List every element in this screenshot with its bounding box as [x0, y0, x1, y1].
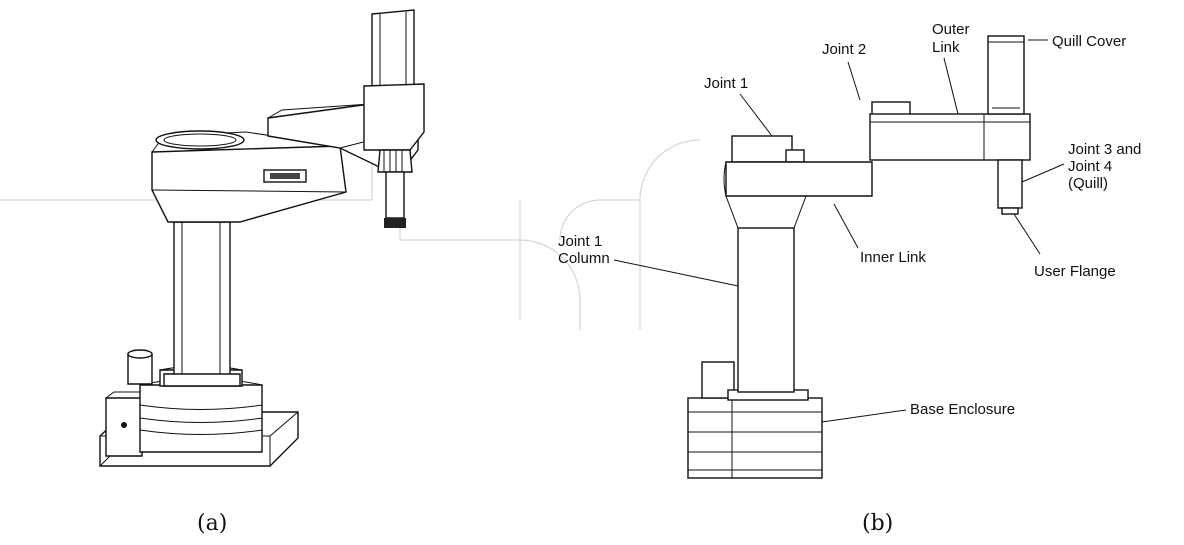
label-outer-link-line1: Outer: [932, 21, 970, 38]
label-quill-cover: Quill Cover: [1052, 33, 1126, 50]
label-base-enclosure: Base Enclosure: [910, 401, 1015, 418]
user-flange-shape: [1001, 207, 1019, 215]
label-joint1-column-line2: Column: [558, 250, 610, 267]
caption-b: (b): [862, 511, 893, 536]
label-joint34-line3: (Quill): [1068, 175, 1108, 192]
robot-perspective-drawing: [99, 9, 425, 467]
label-outer-link-line2: Link: [932, 39, 960, 56]
base-enclosure-shape: [687, 397, 823, 479]
inner-link-shape: [725, 161, 873, 197]
joint1-column-shape: [737, 227, 795, 393]
outer-link-shape: [869, 113, 1031, 161]
quill-cover-shape: [987, 35, 1025, 115]
label-joint1: Joint 1: [704, 75, 748, 92]
caption-a: (a): [197, 511, 227, 536]
joint1-housing: [731, 135, 793, 163]
label-user-flange: User Flange: [1034, 263, 1116, 280]
quill-shape: [997, 159, 1023, 209]
label-joint1-column-line1: Joint 1: [558, 233, 602, 250]
robot-side-view-drawing: [687, 35, 1031, 479]
label-joint2: Joint 2: [822, 41, 866, 58]
label-joint34-line1: Joint 3 and: [1068, 141, 1141, 158]
label-inner-link: Inner Link: [860, 249, 926, 266]
label-joint34-line2: Joint 4: [1068, 158, 1112, 175]
watermark: [0, 119, 701, 330]
leader-lines: [613, 39, 1065, 423]
